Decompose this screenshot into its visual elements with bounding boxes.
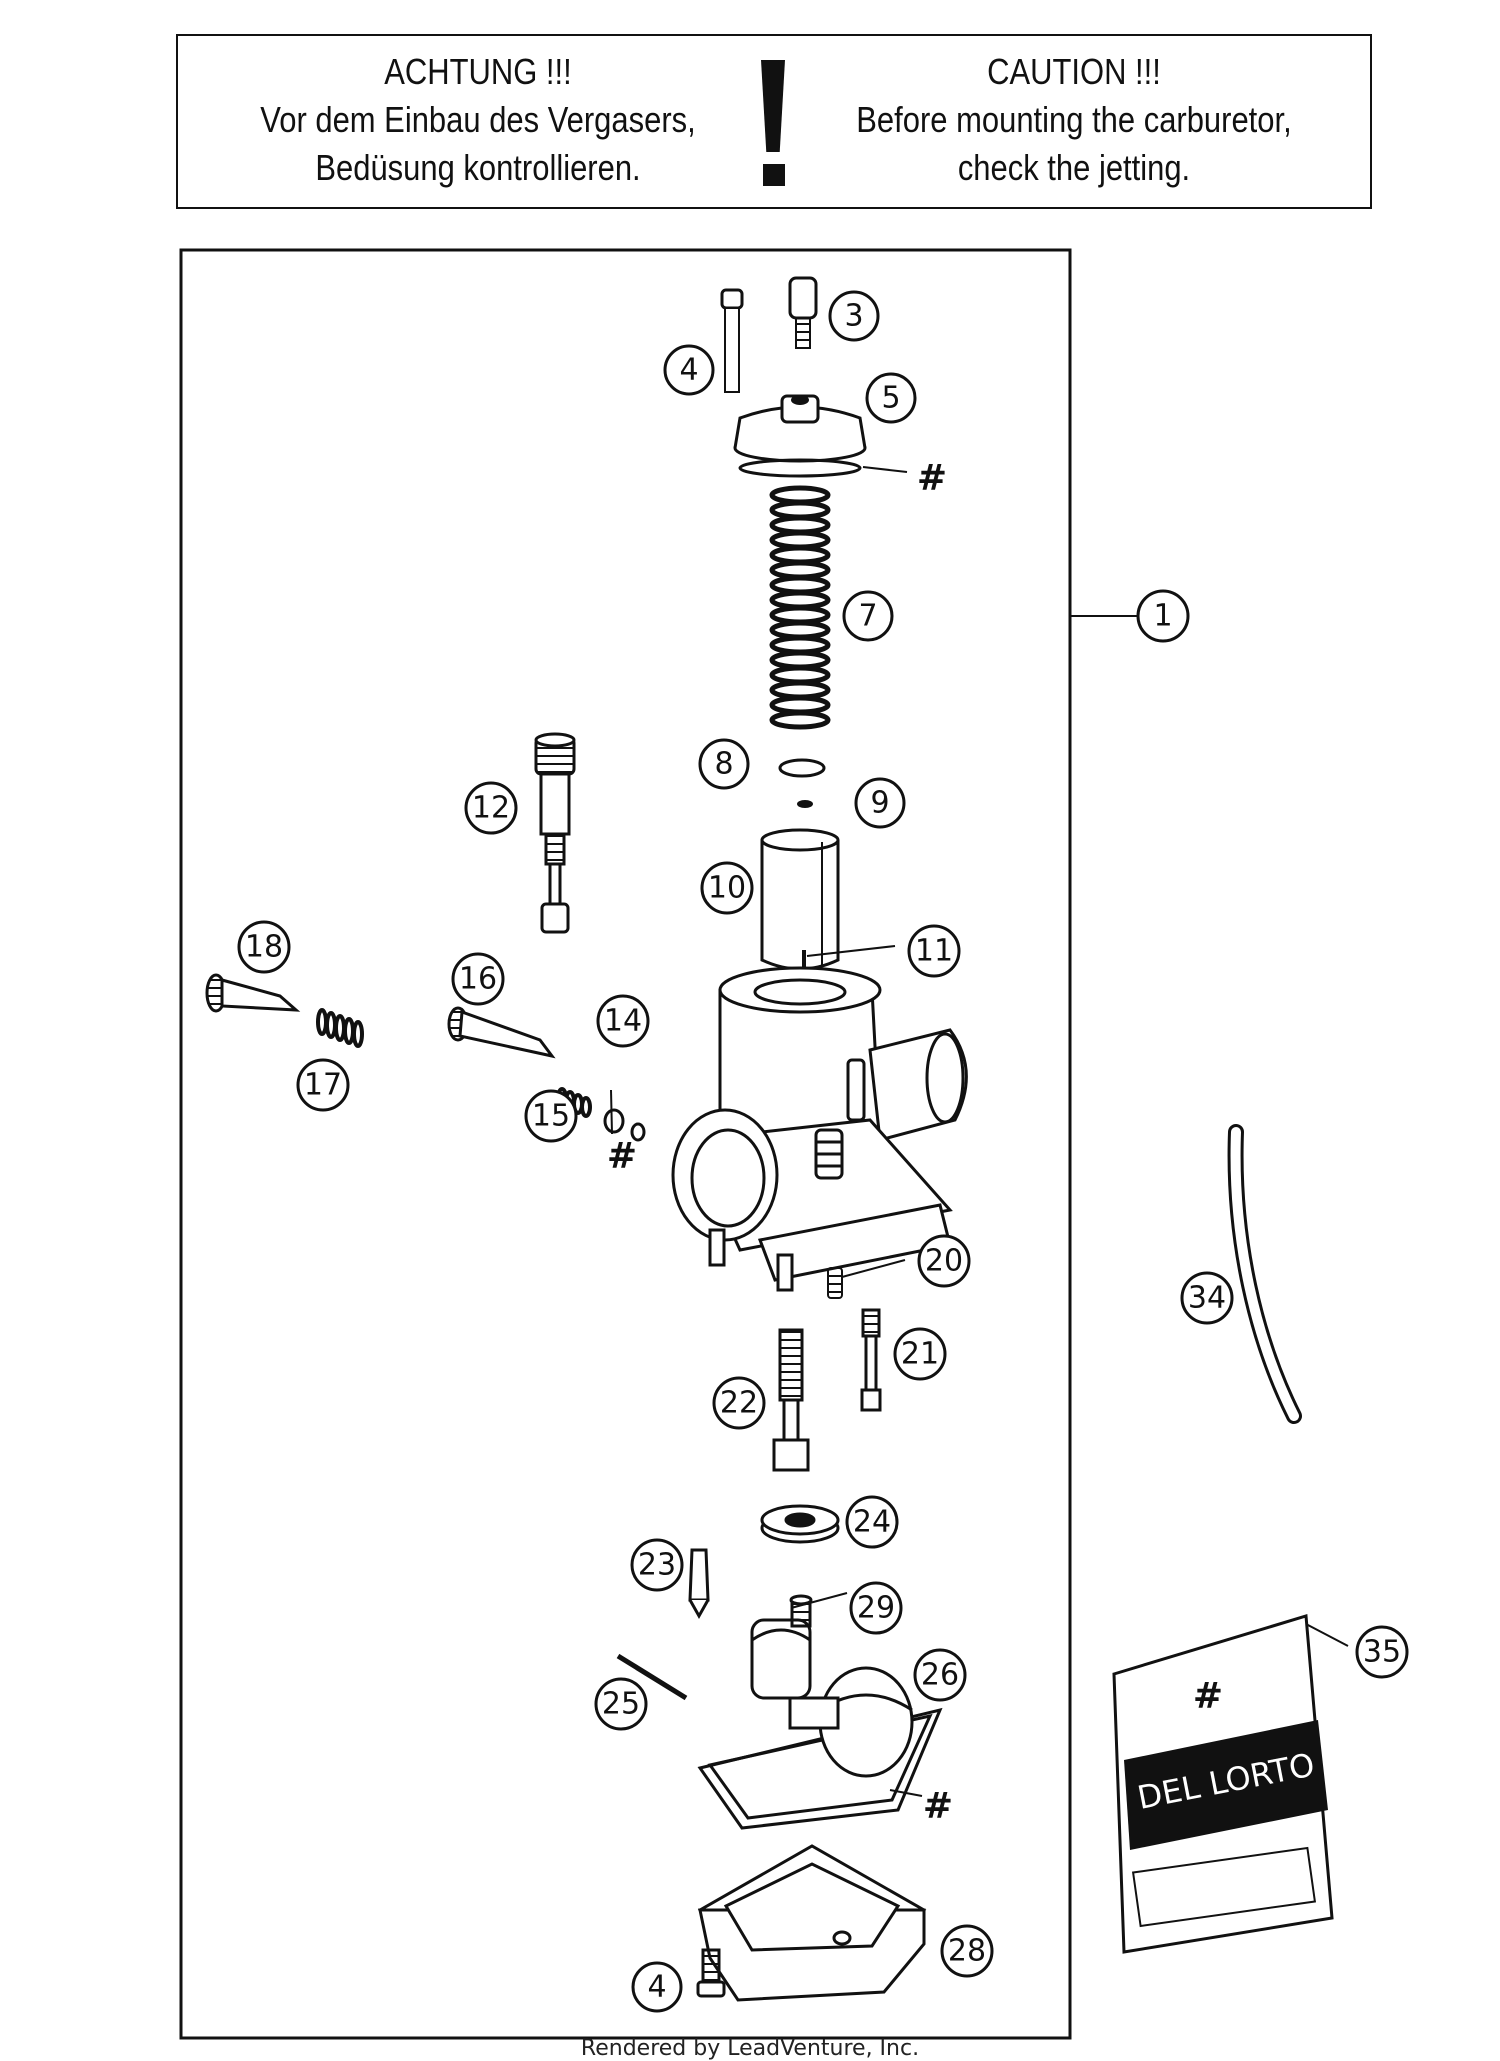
part-25-pin (616, 1653, 688, 1701)
part-5-cover (733, 394, 867, 478)
part-3-adjuster-screw (788, 276, 818, 349)
footer-credit: Rendered by LeadVenture, Inc. (580, 2036, 920, 2061)
callout-5: 5 (881, 381, 900, 416)
callout-25: 25 (602, 1687, 640, 1722)
assembly-frame (179, 248, 1072, 2040)
callout-18: 18 (245, 930, 283, 965)
caution-german: ACHTUNG !!! Vor dem Einbau des Vergasers… (220, 48, 736, 192)
part-20-jet (827, 1267, 843, 1299)
part-4-screw-bottom (696, 1948, 726, 1998)
callout-10: 10 (708, 871, 746, 906)
hash-mark-o-ring: # (607, 1136, 637, 1177)
part-24-seat (760, 1504, 840, 1544)
callout-24: 24 (853, 1505, 891, 1540)
callout-12: 12 (472, 791, 510, 826)
part-28-float-bowl (697, 1844, 927, 2002)
caution-box: ACHTUNG !!! Vor dem Einbau des Vergasers… (176, 34, 1372, 209)
callout-8: 8 (714, 747, 733, 782)
callout-35: 35 (1363, 1635, 1401, 1670)
part-23-float-needle (688, 1548, 710, 1620)
part-7-spring (769, 485, 831, 730)
leader-lines (610, 466, 1349, 1797)
caution-en-line-3: check the jetting. (957, 147, 1191, 188)
carburetor-body (671, 966, 968, 1292)
part-35-gasket-bag: DEL LORTO (1112, 1614, 1334, 1954)
caution-de-heading: ACHTUNG !!! (384, 51, 572, 92)
callout-29: 29 (857, 1591, 895, 1626)
part-26-float (697, 1618, 943, 1830)
caution-en-heading: CAUTION !!! (987, 51, 1161, 92)
caution-de-line-3: Bedüsung kontrollieren. (315, 147, 641, 188)
part-10-throttle-slide (760, 828, 840, 971)
hash-mark-gasket: # (923, 1786, 953, 1827)
callout-21: 21 (901, 1337, 939, 1372)
part-17-spring (316, 1008, 364, 1048)
part-4-screw-top (720, 288, 744, 393)
exclamation-dot (763, 164, 785, 186)
part-29-valve (789, 1594, 813, 1628)
hash-mark-cover: # (917, 458, 947, 499)
callout-16: 16 (459, 962, 497, 997)
callout-numbers: 1 3 4 4 5 7 8 9 10 11 12 14 15 16 17 18 … (245, 299, 1401, 2005)
callouts (237, 290, 1409, 2013)
hash-mark-bag: # (1193, 1676, 1223, 1717)
callout-1: 1 (1153, 599, 1172, 634)
part-18-air-screw (205, 973, 301, 1013)
part-21-needle-jet (860, 1308, 882, 1412)
callout-22: 22 (720, 1386, 758, 1421)
caution-english: CAUTION !!! Before mounting the carburet… (819, 48, 1328, 192)
caution-de-line-2: Vor dem Einbau des Vergasers, (260, 99, 696, 140)
callout-11: 11 (915, 934, 953, 969)
callout-4-top: 4 (679, 353, 698, 388)
part-9-clip (797, 800, 813, 808)
part-16-idle-screw (447, 1006, 556, 1059)
callout-34: 34 (1188, 1281, 1226, 1316)
o-ring (630, 1122, 646, 1142)
part-8-plate (778, 758, 826, 778)
callout-20: 20 (925, 1244, 963, 1279)
callout-9: 9 (870, 786, 889, 821)
part-14-washer (603, 1108, 625, 1134)
callout-14: 14 (604, 1004, 642, 1039)
callout-26: 26 (921, 1658, 959, 1693)
callout-7: 7 (858, 599, 877, 634)
callout-28: 28 (948, 1934, 986, 1969)
callout-15: 15 (532, 1099, 570, 1134)
callout-3: 3 (844, 299, 863, 334)
callout-23: 23 (638, 1548, 676, 1583)
part-12-choke-plunger (534, 732, 576, 934)
part-22-atomizer (772, 1328, 810, 1472)
callout-17: 17 (304, 1068, 342, 1103)
callout-4-bottom: 4 (647, 1970, 666, 2005)
caution-en-line-2: Before mounting the carburetor, (856, 99, 1292, 140)
